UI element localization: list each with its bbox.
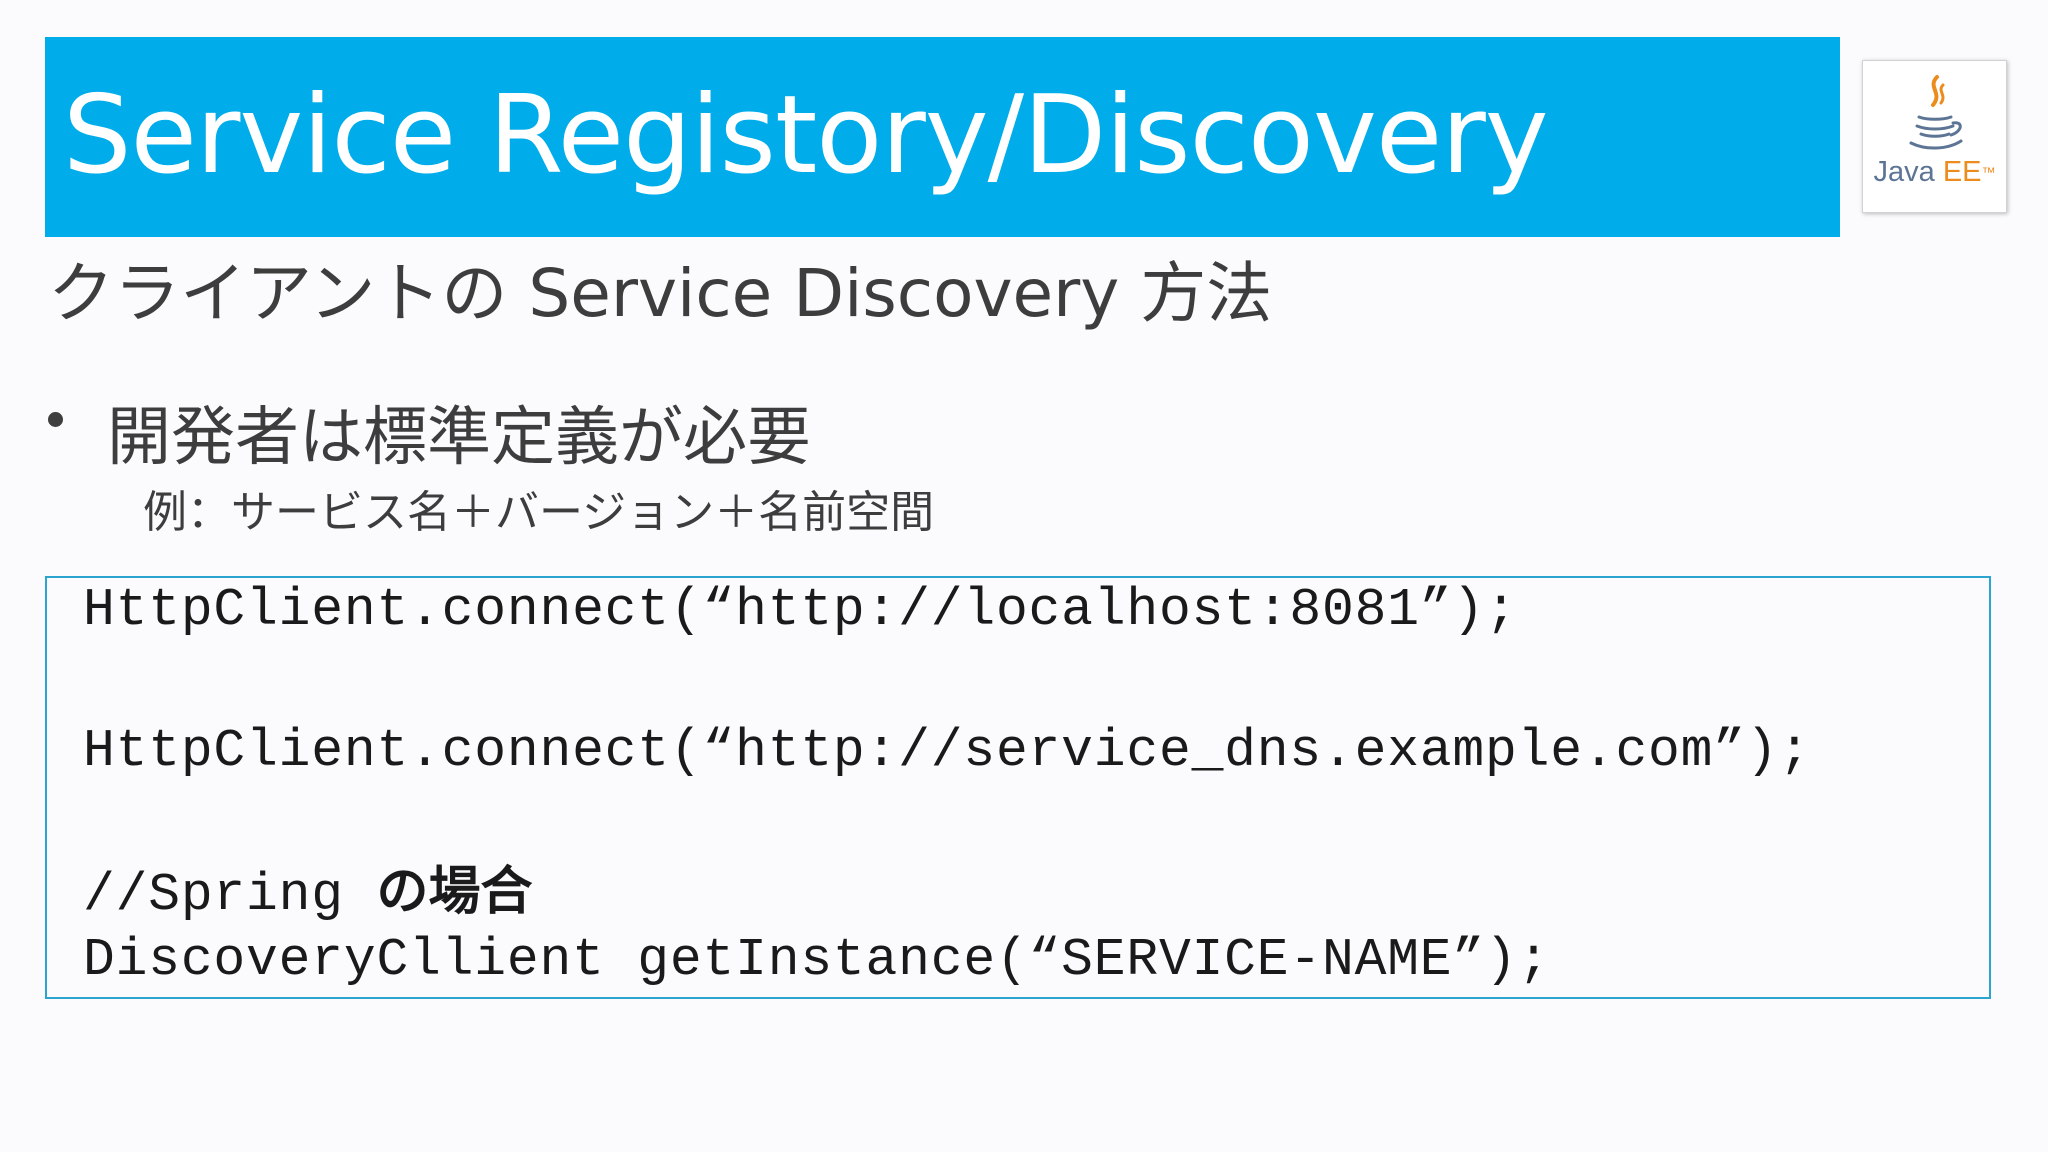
slide-subtitle: クライアントの Service Discovery 方法 — [48, 255, 1273, 332]
code-comment-prefix: //Spring — [83, 865, 377, 925]
java-ee-logo: Java EE™ — [1862, 60, 2007, 213]
java-cup-icon — [1909, 75, 1963, 150]
sub-bullet-item: 例：サービス名＋バージョン＋名前空間 — [143, 487, 935, 538]
bullet-item: 開発者は標準定義が必要 — [107, 401, 811, 475]
logo-java-text: Java — [1873, 156, 1935, 188]
code-comment-jp: の場合 — [376, 862, 533, 922]
code-comment-line: //Spring の場合 — [83, 860, 532, 927]
logo-wordmark: Java EE™ — [1863, 155, 2006, 189]
code-line-1: HttpClient.connect(“http://localhost:808… — [83, 580, 1518, 640]
slide-title: Service Registory/Discovery — [63, 73, 1549, 198]
logo-tm-text: ™ — [1981, 164, 1996, 180]
code-line-2: HttpClient.connect(“http://service_dns.e… — [83, 721, 1812, 781]
bullet-dot-icon — [48, 412, 63, 427]
code-block: HttpClient.connect(“http://localhost:808… — [45, 576, 1991, 999]
title-banner: Service Registory/Discovery — [45, 37, 1840, 237]
logo-ee-text: EE — [1942, 156, 1982, 188]
code-line-4: DiscoveryCllient getInstance(“SERVICE-NA… — [83, 930, 1551, 990]
